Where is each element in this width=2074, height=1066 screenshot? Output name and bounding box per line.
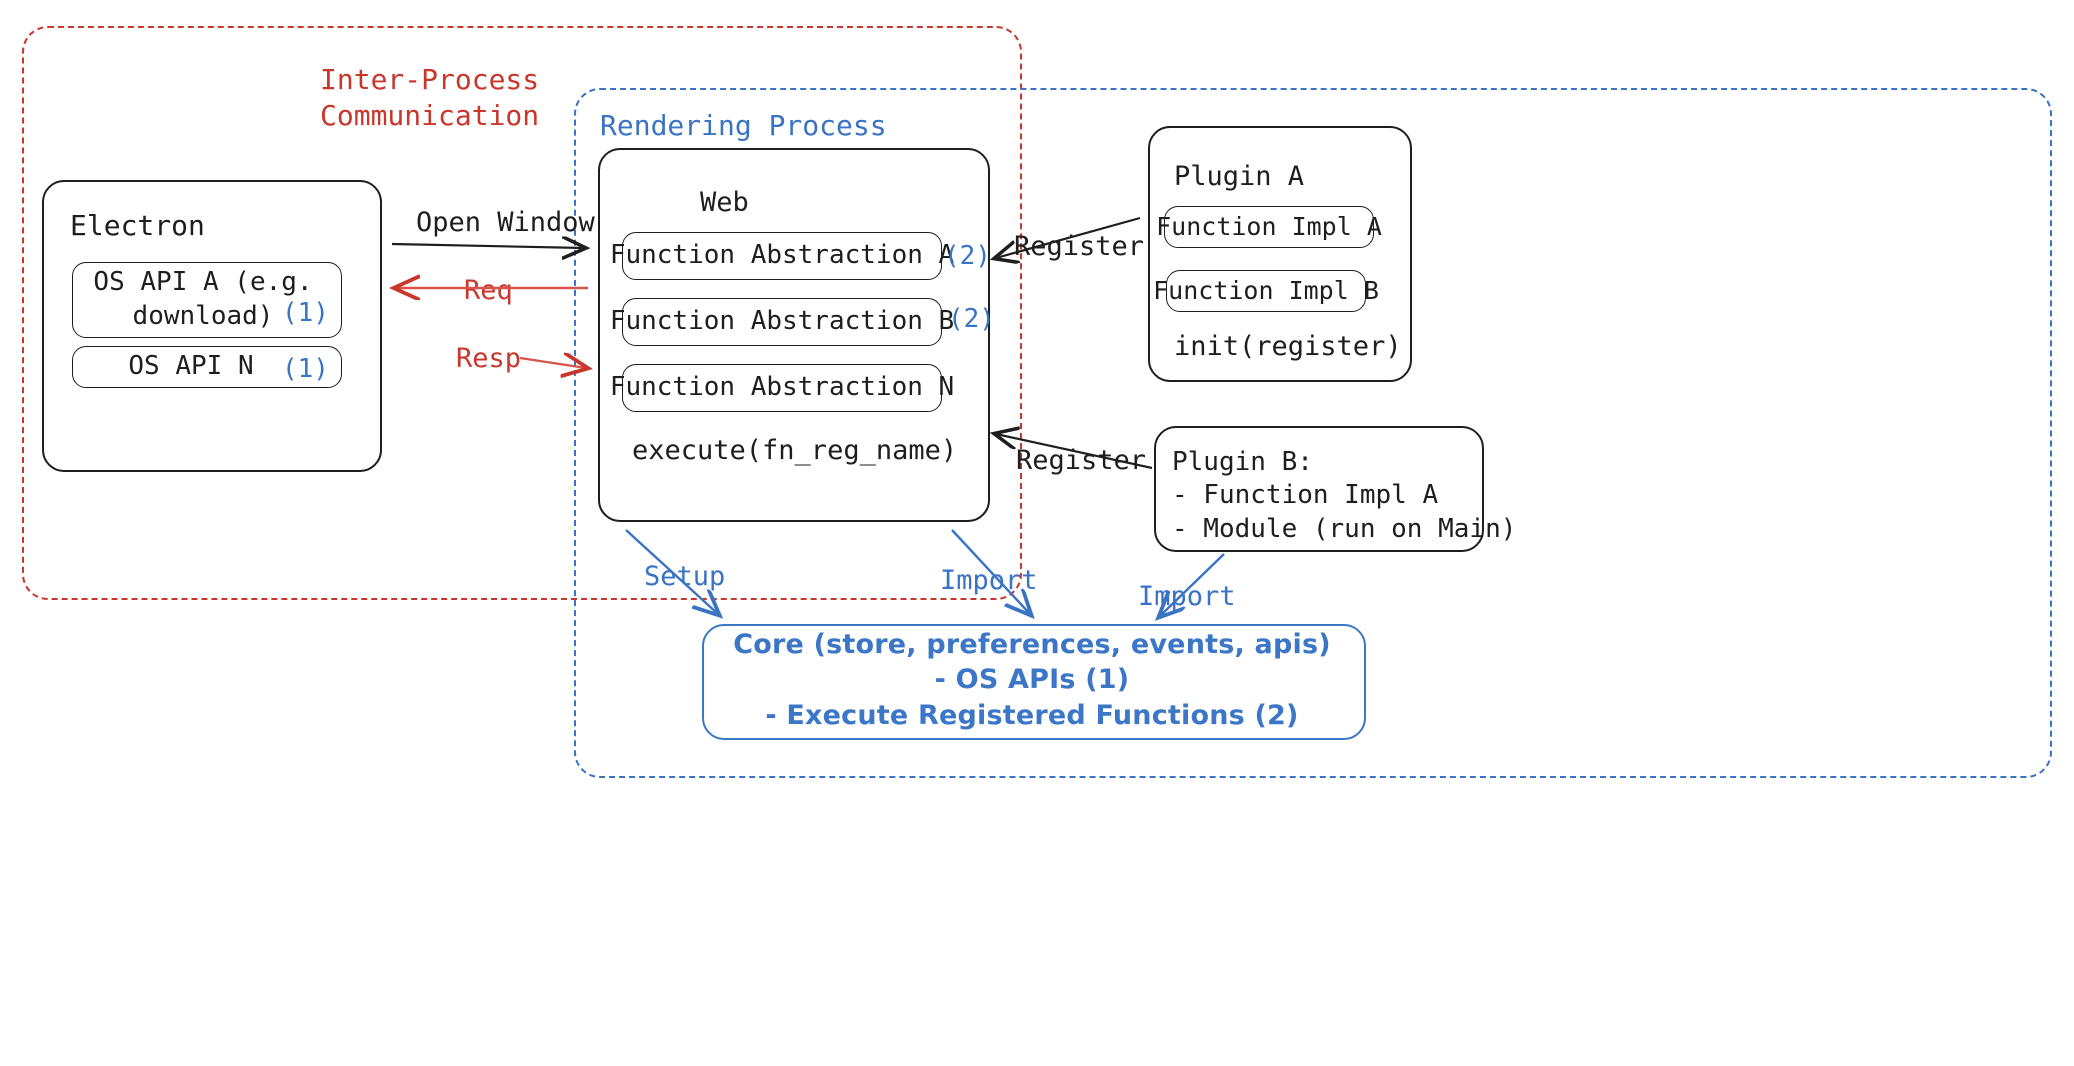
import-web-label: Import bbox=[940, 565, 1038, 596]
rendering-process-boundary bbox=[574, 88, 2052, 778]
req-label: Req bbox=[464, 275, 513, 306]
os-api-a-box[interactable] bbox=[72, 262, 342, 338]
web-box bbox=[598, 148, 990, 522]
os-api-n-box[interactable] bbox=[72, 346, 342, 388]
resp-label: Resp bbox=[456, 343, 522, 374]
plugin-a-function-impl-b-label: Function Impl B bbox=[1153, 275, 1379, 305]
ipc-label: Inter-Process Communication bbox=[320, 63, 540, 132]
function-abstraction-b-marker: (2) bbox=[948, 304, 995, 334]
plugin-a-title: Plugin A bbox=[1174, 161, 1305, 192]
plugin-b-box bbox=[1154, 426, 1484, 552]
os-api-a-marker: (1) bbox=[282, 298, 329, 328]
function-abstraction-n-label: Function Abstraction N bbox=[609, 372, 955, 403]
plugin-a-box bbox=[1148, 126, 1412, 382]
rendering-process-label: Rendering Process bbox=[600, 109, 887, 142]
core-label: Core (store, preferences, events, apis) … bbox=[733, 629, 1331, 731]
plugin-a-init-label: init(register) bbox=[1174, 331, 1402, 362]
plugin-a-function-impl-b-box[interactable] bbox=[1166, 270, 1366, 312]
core-box bbox=[702, 624, 1366, 740]
function-abstraction-b-box[interactable] bbox=[622, 298, 942, 346]
function-abstraction-b-label: Function Abstraction B bbox=[609, 306, 955, 337]
electron-box bbox=[42, 180, 382, 472]
function-abstraction-a-marker: (2) bbox=[944, 241, 991, 271]
setup-label: Setup bbox=[644, 561, 726, 592]
plugin-a-function-impl-a-box[interactable] bbox=[1164, 206, 1374, 248]
import-plugin-label: Import bbox=[1138, 581, 1236, 612]
function-abstraction-n-box[interactable] bbox=[622, 364, 942, 412]
register-plugin-a-label: Register bbox=[1014, 231, 1145, 262]
function-abstraction-a-label: Function Abstraction A bbox=[609, 240, 955, 271]
plugin-b-label: Plugin B: - Function Impl A - Module (ru… bbox=[1172, 447, 1517, 544]
register-plugin-b-label: Register bbox=[1016, 445, 1147, 476]
function-abstraction-a-box[interactable] bbox=[622, 232, 942, 280]
os-api-n-label: OS API N bbox=[128, 351, 254, 382]
web-title: Web bbox=[700, 187, 749, 218]
os-api-n-marker: (1) bbox=[282, 354, 329, 384]
ipc-boundary bbox=[22, 26, 1022, 600]
electron-title: Electron bbox=[70, 209, 205, 242]
web-execute-label: execute(fn_reg_name) bbox=[632, 435, 958, 466]
plugin-a-function-impl-a-label: Function Impl A bbox=[1156, 211, 1382, 241]
open-window-label: Open Window bbox=[416, 207, 595, 238]
os-api-a-label: OS API A (e.g. download) bbox=[93, 267, 313, 331]
